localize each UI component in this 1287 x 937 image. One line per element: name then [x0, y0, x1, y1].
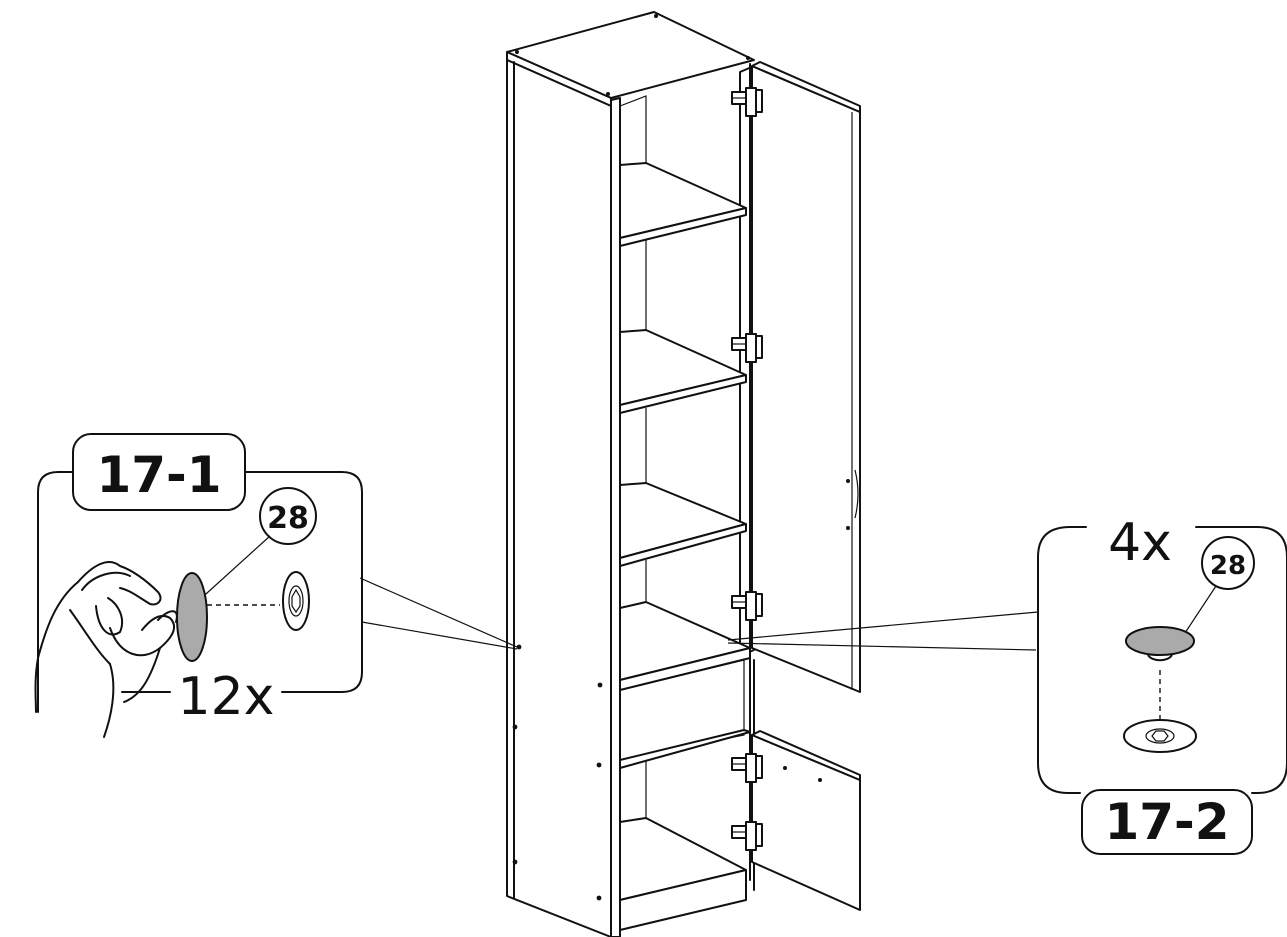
cover-cap-icon	[176, 572, 208, 662]
part-number-badge	[1201, 536, 1255, 590]
part-number: 28	[1210, 551, 1246, 581]
shelf-fixed-divider	[619, 601, 751, 691]
cabinet-left-side-panel	[506, 59, 612, 937]
upper-door	[751, 61, 861, 693]
cover-cap-icon	[1125, 626, 1195, 662]
cabinet	[506, 11, 755, 937]
cam-fitting-icon	[1123, 719, 1197, 753]
part-number: 28	[267, 501, 309, 536]
door-hinge-icon	[731, 821, 763, 851]
cabinet-bottom	[619, 817, 747, 931]
shelf	[619, 482, 747, 567]
part-number-badge	[259, 487, 317, 545]
callout-right: 4x 28 17-2	[727, 513, 1287, 855]
callout-left: 17-1 28 12x	[34, 433, 518, 738]
shelf	[619, 162, 747, 247]
step-badge	[72, 433, 246, 511]
door-hinge-icon	[731, 591, 763, 621]
step-number: 17-1	[96, 446, 221, 504]
lower-door	[751, 730, 861, 911]
door-hinge-icon	[731, 753, 763, 783]
quantity-label: 12x	[178, 667, 275, 727]
door-hinge-icon	[731, 333, 763, 363]
cabinet-front-edge	[610, 97, 621, 937]
shelf-lower	[619, 729, 751, 769]
hand-icon	[34, 561, 178, 738]
step-badge	[1081, 789, 1253, 855]
quantity-label: 4x	[1108, 513, 1172, 573]
step-number: 17-2	[1104, 793, 1229, 851]
shelf	[619, 329, 747, 414]
door-hinge-icon	[731, 87, 763, 117]
cam-fitting-icon	[282, 571, 310, 631]
